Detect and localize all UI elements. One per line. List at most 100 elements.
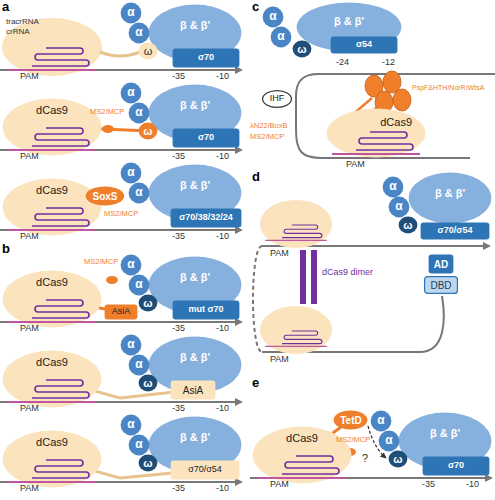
node-label: dCas9	[380, 116, 412, 128]
shape-fill	[331, 37, 398, 54]
node-label: TetD	[340, 415, 361, 426]
crrna-strand	[8, 229, 96, 231]
annotation: PAM	[20, 404, 39, 414]
annotation: PAM	[20, 484, 39, 494]
tracrrna-hairpin	[282, 225, 322, 238]
tracrrna-hairpin	[282, 331, 322, 344]
tracrrna-hairpin	[32, 48, 89, 66]
node-label: β & β'	[334, 15, 364, 27]
node-label: ω	[143, 125, 152, 137]
annotation: -35	[422, 480, 435, 490]
panel-letter: d	[252, 170, 260, 184]
node-label: α	[127, 418, 134, 431]
node-label: α	[269, 10, 276, 23]
node-label: ω	[144, 45, 153, 57]
shape-fill	[3, 179, 102, 236]
dna-strand	[0, 401, 236, 403]
protein-subunit: SoxS	[85, 186, 125, 206]
protein-box: σ54	[330, 36, 398, 54]
shape-fill	[121, 415, 142, 436]
annotation: MS2/MCP	[84, 258, 118, 266]
protein-box: DBD	[424, 276, 458, 294]
dna-strand	[250, 477, 486, 479]
protein-box: mut σ70	[172, 300, 240, 320]
tracrrna-hairpin	[32, 128, 89, 146]
annotation: dCas9 dimer	[322, 268, 373, 278]
shape-fill	[139, 455, 158, 472]
annotation: PAM	[20, 232, 39, 242]
node-label: SoxS	[92, 191, 117, 202]
shape-fill	[129, 103, 150, 124]
annotation: -10	[466, 480, 479, 490]
node-label: α	[127, 338, 134, 351]
guide-rna	[8, 208, 96, 230]
protein-subunit: ω	[138, 374, 158, 392]
shape-fill	[399, 217, 418, 234]
shape-fill	[263, 7, 284, 28]
annotation: MS2/MCP	[250, 133, 284, 141]
node-label: ω	[297, 43, 306, 55]
linker-connector	[334, 428, 341, 433]
shape-fill	[139, 43, 158, 60]
crrna-strand	[265, 346, 327, 347]
linker-connector	[100, 307, 104, 311]
shape-fill	[429, 255, 454, 274]
annotation: PAM	[270, 355, 289, 365]
annotation: -35	[172, 152, 185, 162]
node-label: σ70	[198, 133, 214, 143]
node-label: AsiA	[183, 385, 204, 396]
guide-rna	[8, 460, 96, 482]
dcas9-protein: dCas9	[2, 178, 102, 236]
crrna-strand	[258, 477, 346, 479]
annotation: PspFΔHTH/NorR/WtsA	[412, 84, 484, 92]
protein-box: AsiA	[104, 304, 138, 320]
protein-subunit: α	[128, 274, 150, 296]
shape-fill	[271, 27, 292, 48]
shape-fill	[139, 295, 158, 312]
shape-fill	[121, 83, 142, 104]
tracrrna-hairpin	[356, 132, 413, 150]
annotation: -35	[172, 404, 185, 414]
shape-fill	[171, 381, 216, 400]
dcas9-protein: dCas9	[252, 426, 352, 484]
linker-connector	[97, 392, 170, 398]
protein-subunit: TetD	[333, 410, 368, 430]
node-label: ω	[403, 219, 412, 231]
crrna-strand	[8, 69, 96, 71]
shape-fill	[371, 411, 392, 432]
annotation: -10	[216, 484, 229, 494]
protein-subunit: α	[270, 26, 292, 48]
annotation: MS2/MCP	[90, 108, 124, 116]
node-label: α	[135, 278, 142, 291]
node-label: α	[135, 26, 142, 39]
annotation: PAM	[270, 249, 289, 259]
protein-box: σ70/38/32/24	[170, 208, 242, 228]
node-label: α	[135, 358, 142, 371]
node-label: dCas9	[286, 432, 318, 444]
annotation: -10	[216, 324, 229, 334]
annotation: PAM	[20, 324, 39, 334]
protein-subunit: ω	[138, 42, 158, 60]
annotation: tracrRNA	[6, 18, 39, 27]
shape-fill	[334, 411, 368, 430]
annotation: crRNA	[6, 28, 30, 37]
annotation: -10	[216, 72, 229, 82]
shape-fill	[173, 129, 240, 148]
node-label: α	[127, 6, 134, 19]
protein-subunit: ω	[398, 216, 418, 234]
protein-subunit: α	[128, 182, 150, 204]
dcas9-blob	[2, 18, 102, 76]
shape-fill	[3, 99, 102, 156]
shape-fill	[425, 277, 458, 294]
shape-fill	[129, 275, 150, 296]
shape-fill	[293, 41, 312, 58]
node-label: β & β'	[180, 271, 210, 283]
omega-linker	[100, 52, 140, 56]
annotation: -24	[336, 58, 349, 68]
protein-subunit: α	[378, 430, 400, 452]
node-label: α	[377, 414, 384, 427]
annotation: -12	[382, 58, 395, 68]
protein-subunit: α	[370, 410, 392, 432]
protein-subunit: ω	[292, 40, 312, 58]
guide-rna	[8, 128, 96, 150]
